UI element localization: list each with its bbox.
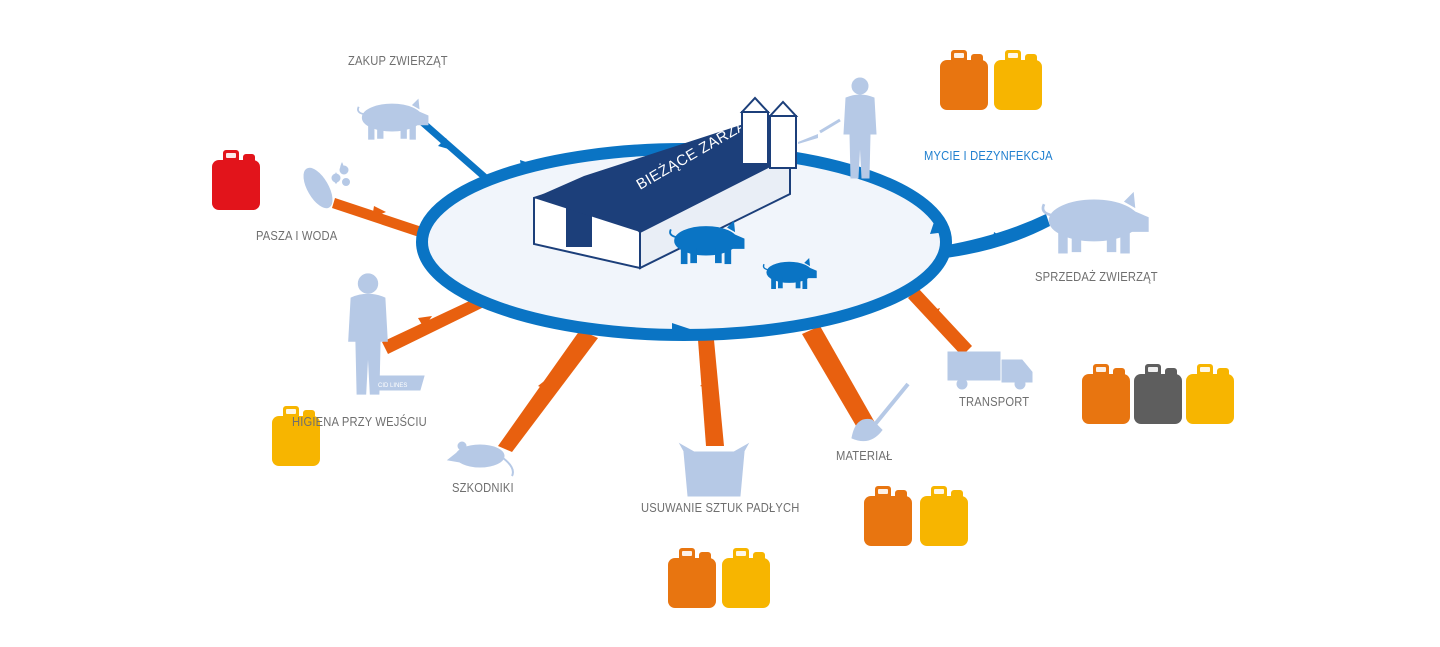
- boot-tray-text: CID LINES: [378, 383, 407, 389]
- cycle-arrow-bottom: [672, 323, 690, 336]
- cycle-arrow-top: [520, 160, 538, 174]
- spoke-transport: [908, 288, 972, 356]
- rat-icon: [446, 441, 514, 477]
- spoke-higiena: [382, 296, 486, 354]
- label-sprzedaz: SPRZEDAŻ ZWIERZĄT: [1035, 269, 1158, 284]
- label-transport: TRANSPORT: [959, 394, 1030, 409]
- pig-purchase-icon: [357, 98, 429, 141]
- silos: [739, 96, 799, 169]
- canister-pasza: [212, 150, 260, 210]
- spoke-zakup: [418, 118, 492, 184]
- label-pasza: PASZA I WODA: [256, 228, 338, 243]
- barn-roof: [534, 120, 790, 232]
- label-usuwanie: USUWANIE SZTUK PADŁYCH: [641, 500, 800, 515]
- water-drops-icon: [334, 162, 344, 184]
- canisters-material: [864, 486, 968, 546]
- boot-tray-icon: [371, 375, 425, 391]
- label-higiena: HIGIENA PRZY WEJŚCIU: [292, 414, 427, 429]
- pig-sale-icon: [1041, 192, 1150, 255]
- spoke-pasza: [332, 198, 425, 238]
- canisters-transport: [1082, 364, 1234, 424]
- spoke-szkodniki: [498, 330, 598, 452]
- carcass-box-icon: [678, 442, 750, 497]
- truck-icon: [947, 351, 1033, 390]
- label-zakup: ZAKUP ZWIERZĄT: [348, 53, 448, 68]
- shovel-icon: [851, 382, 910, 442]
- spoke-material: [802, 326, 878, 436]
- spoke-usuwanie: [698, 340, 724, 446]
- worker-spraying-icon: [819, 77, 877, 179]
- label-szkodniki: SZKODNIKI: [452, 480, 514, 495]
- spoke-sprzedaz: [942, 214, 1050, 258]
- label-mycie: MYCIE I DEZYNFEKCJA: [924, 148, 1053, 163]
- canisters-mycie: [940, 50, 1042, 110]
- spray-icon: [798, 134, 818, 144]
- barn: BIEŻĄCE ZARZĄDZANIE: [533, 87, 800, 270]
- label-material: MATERIAŁ: [836, 448, 893, 463]
- canisters-usuwanie: [668, 548, 770, 608]
- cycle-arrow-right: [930, 222, 946, 234]
